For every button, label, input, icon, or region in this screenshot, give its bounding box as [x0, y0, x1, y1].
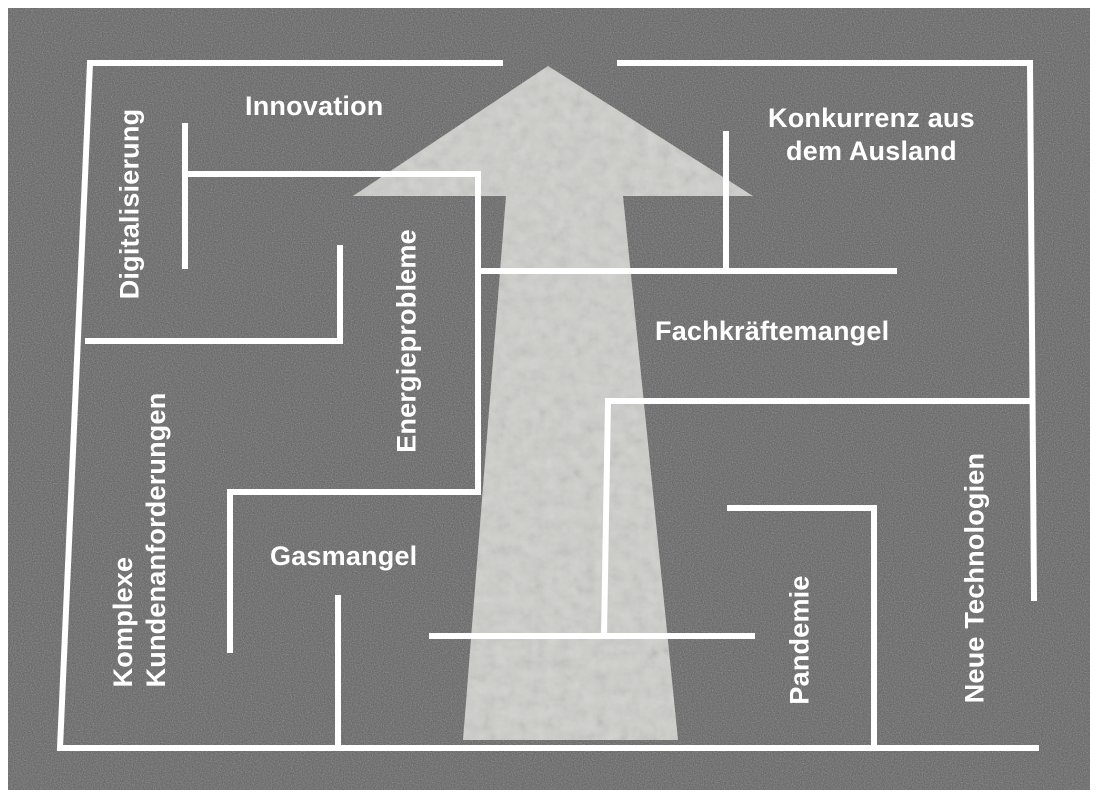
label-komplexe-line1: Komplexe	[108, 556, 139, 688]
maze-outer-top-right	[617, 60, 1038, 602]
asphalt-background	[8, 8, 1090, 790]
label-konkurrenz-line1: Konkurrenz aus	[768, 103, 975, 133]
label-innovation: Innovation	[245, 91, 384, 121]
label-komplexe-line2: Kundenanforderungen	[141, 392, 171, 688]
road-arrow	[353, 66, 753, 740]
label-fachkraeftemangel: Fachkräftemangel	[655, 316, 890, 346]
label-komplexe: Komplexe Kundenanforderungen	[107, 393, 173, 688]
maze-wall	[727, 505, 877, 747]
maze-walls	[56, 60, 1039, 751]
label-gasmangel: Gasmangel	[270, 541, 418, 571]
maze-drawing	[8, 8, 1090, 790]
maze-wall	[182, 171, 481, 653]
maze-outer-left-bottom	[56, 60, 1039, 751]
label-digitalisierung: Digitalisierung	[114, 108, 145, 300]
maze-wall	[600, 398, 1033, 640]
maze-wall	[85, 245, 343, 344]
label-energieprobleme: Energieprobleme	[391, 229, 422, 453]
label-neue-technologien: Neue Technologien	[959, 452, 990, 704]
label-konkurrenz: Konkurrenz aus dem Ausland	[768, 102, 975, 168]
label-konkurrenz-line2: dem Ausland	[786, 135, 957, 166]
label-pandemie: Pandemie	[784, 575, 815, 705]
